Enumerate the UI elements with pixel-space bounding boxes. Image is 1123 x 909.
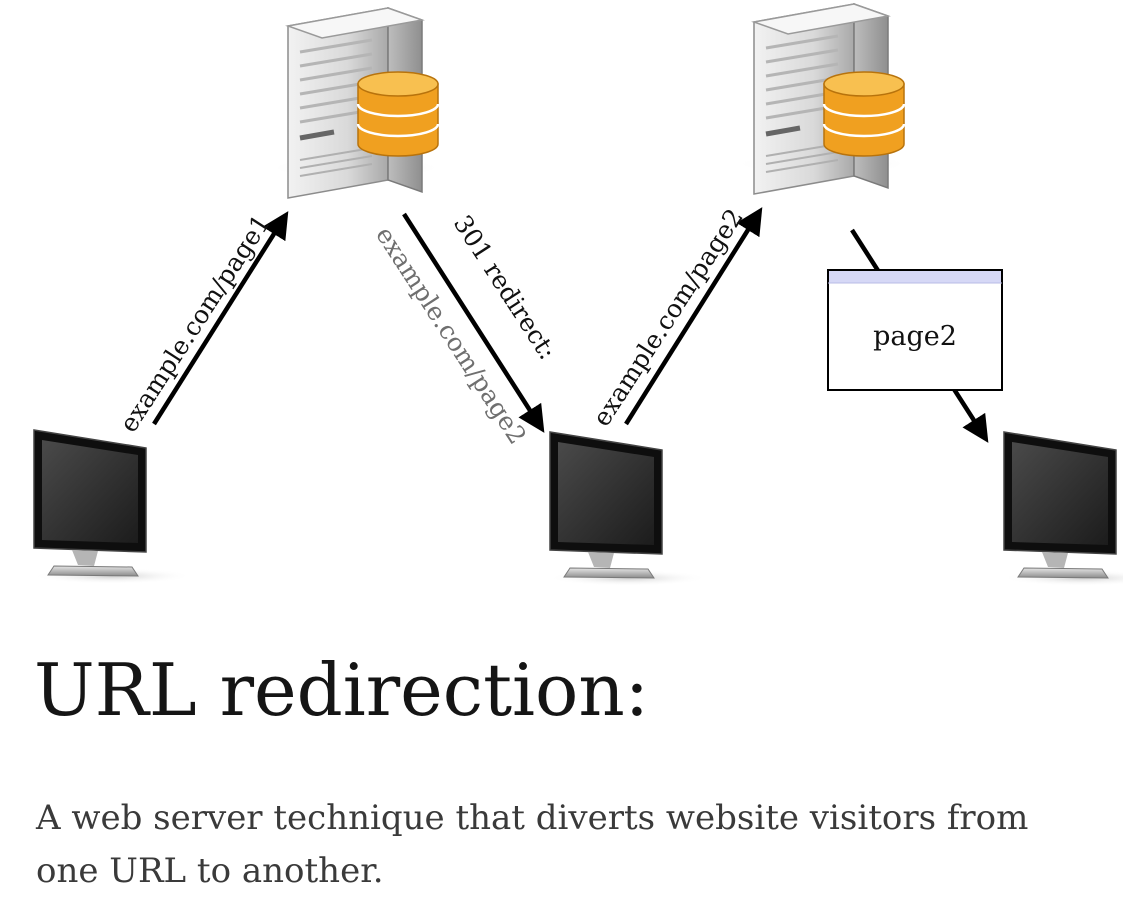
request-arrow-2 xyxy=(624,207,763,426)
request-label-2: example.com/page2 xyxy=(587,203,749,431)
client-monitor-icon-3 xyxy=(1001,431,1123,587)
client-monitor-icon-2 xyxy=(547,431,709,587)
page-title: URL redirection: xyxy=(34,648,650,732)
request-label-1: example.com/page1 xyxy=(114,209,276,437)
redirect-label-url: example.com/page2 xyxy=(370,221,532,449)
browser-window-icon: page2 xyxy=(827,269,1003,391)
request-arrow-1 xyxy=(152,211,289,426)
definition-text: A web server technique that diverts webs… xyxy=(36,798,1029,891)
redirect-arrow xyxy=(402,212,545,433)
client-monitor-icon-1 xyxy=(31,429,193,585)
redirect-diagram: page2 example.com/page1 301 redirect: ex… xyxy=(31,0,1123,587)
target-database-icon xyxy=(822,70,906,158)
origin-database-icon xyxy=(356,70,440,158)
response-page-label: page2 xyxy=(873,321,957,352)
